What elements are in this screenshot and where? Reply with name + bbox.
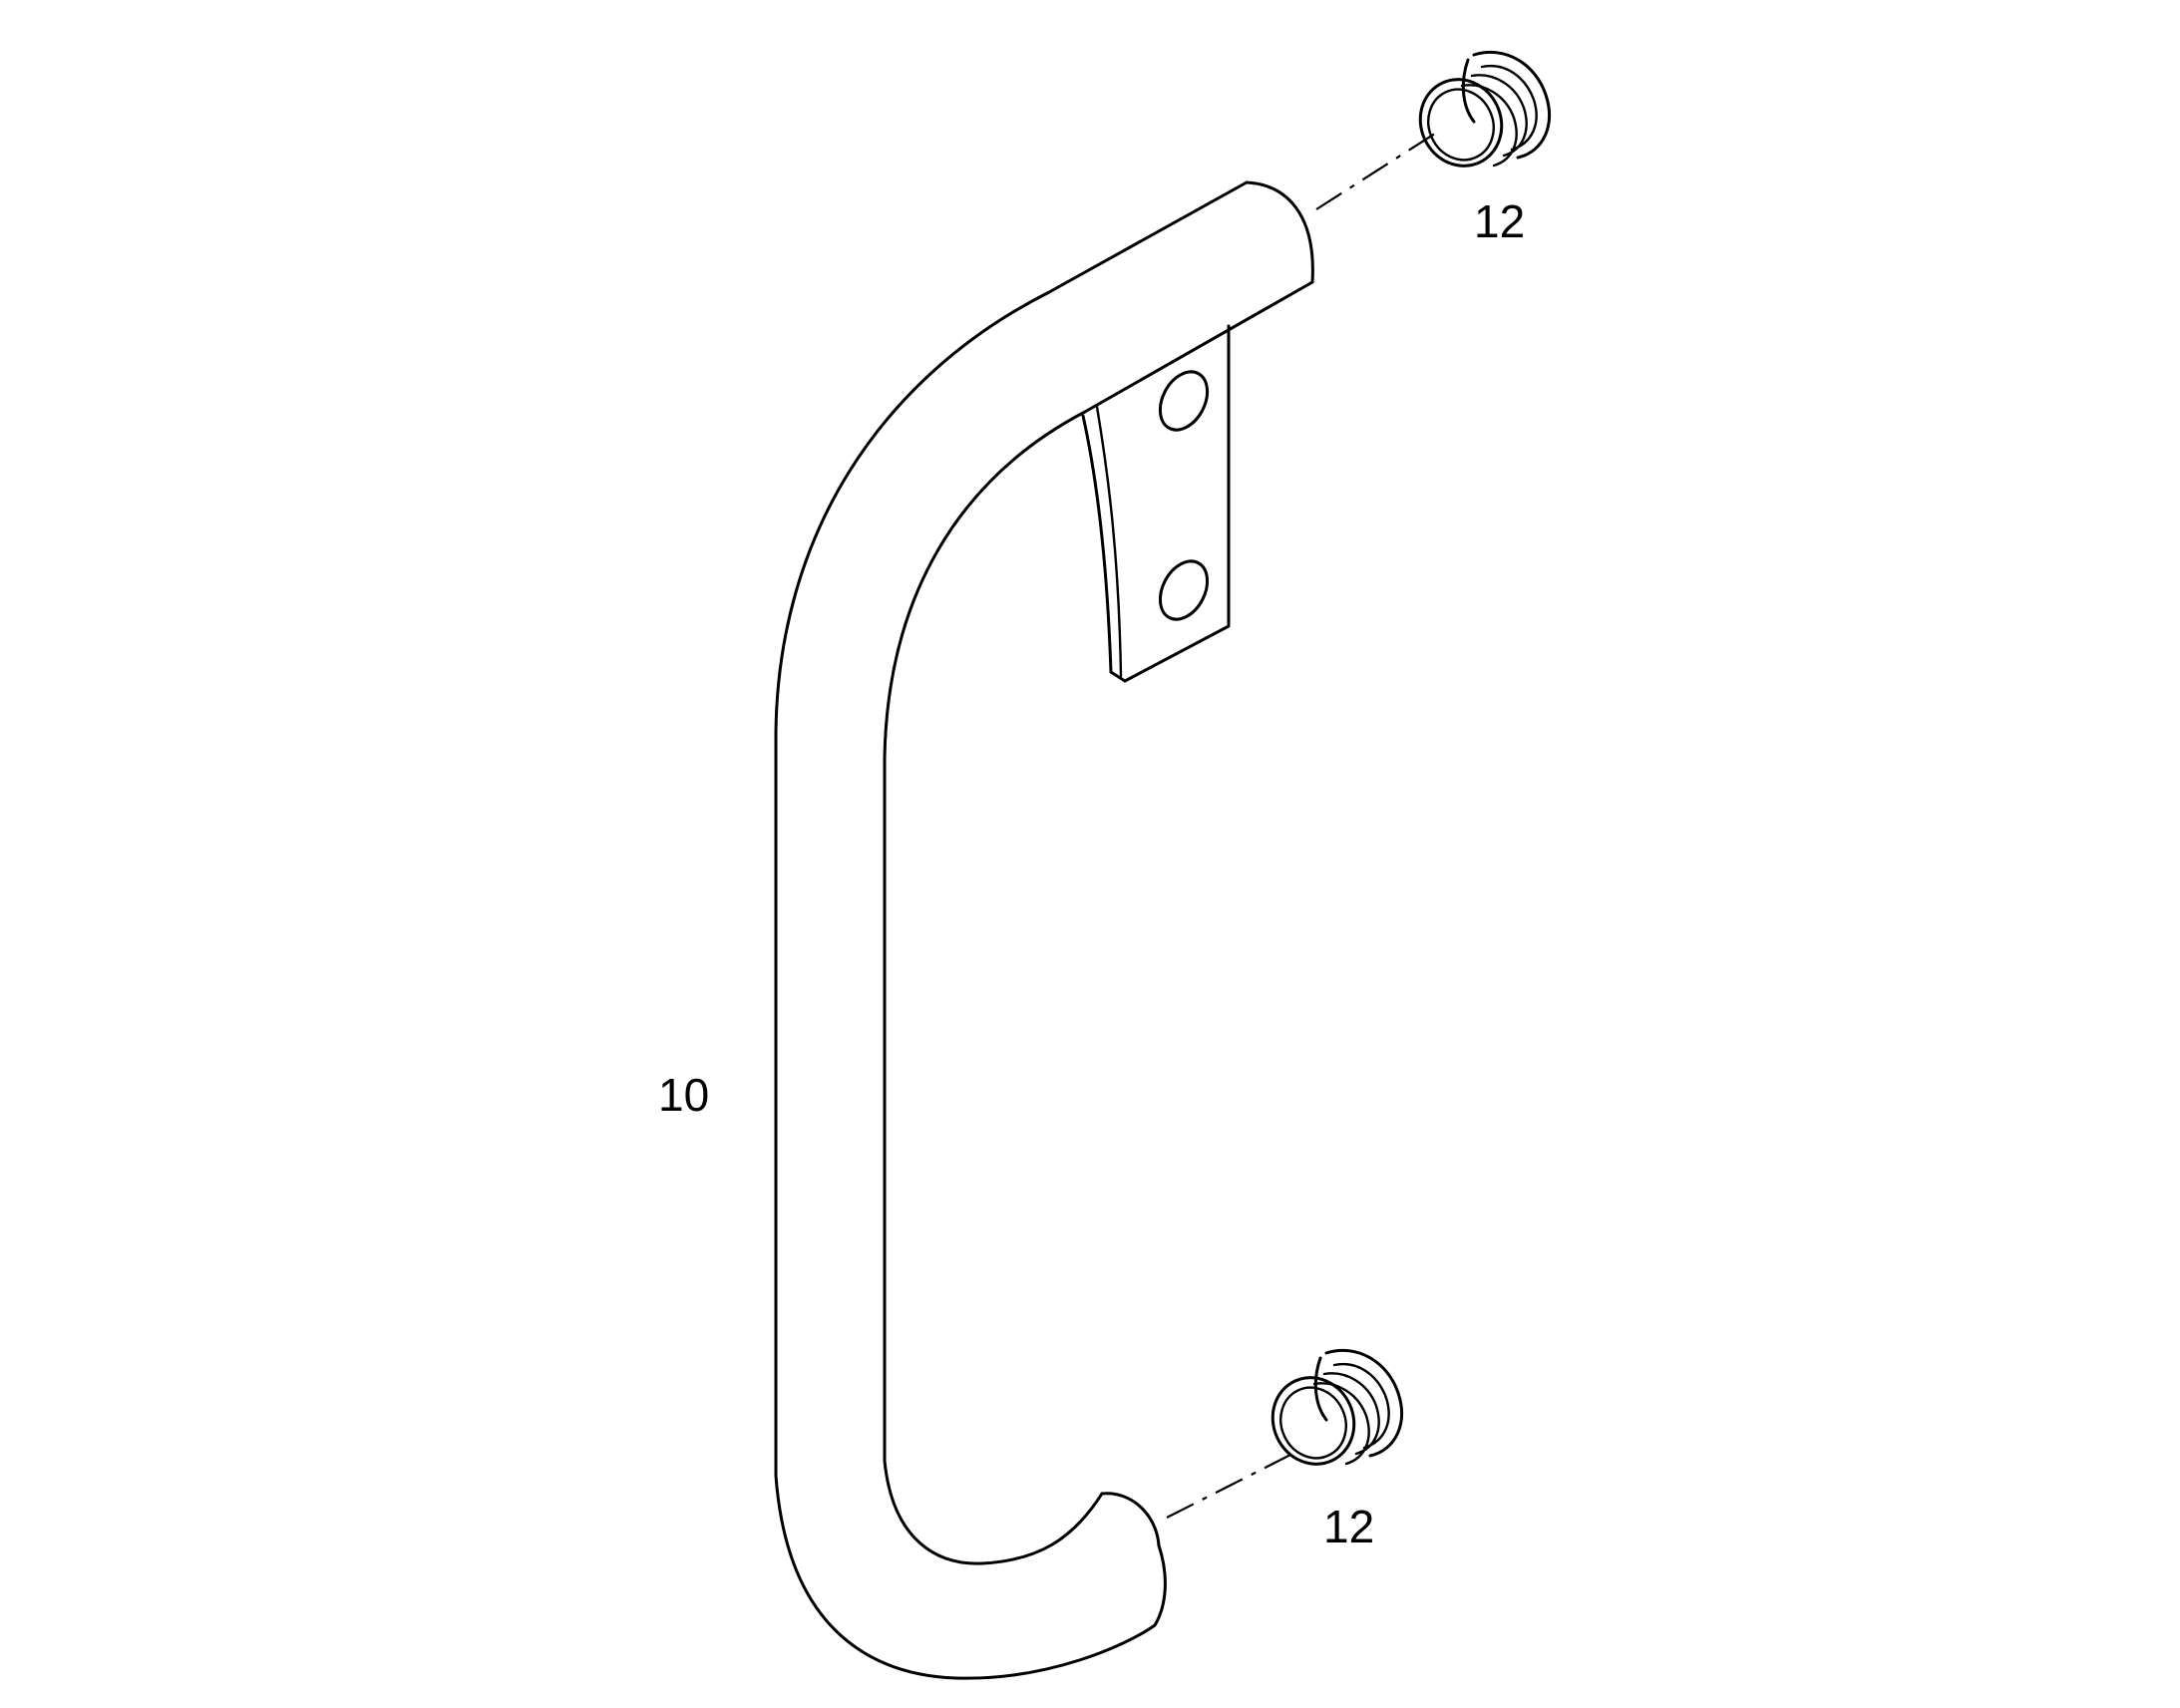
mounting-bracket [1081,324,1231,683]
end-plug-top [1418,50,1551,168]
handle-tube [774,180,1314,1680]
bracket-hole-upper [1158,370,1210,432]
end-plug-bottom [1271,1348,1403,1466]
axis-line-top [1315,129,1442,210]
axis-line-bottom [1166,1450,1299,1519]
callout-plug-bottom: 12 [1323,1501,1374,1552]
bracket-hole-lower [1158,559,1210,621]
callout-plug-top: 12 [1474,195,1525,247]
callout-handle: 10 [658,1069,709,1121]
